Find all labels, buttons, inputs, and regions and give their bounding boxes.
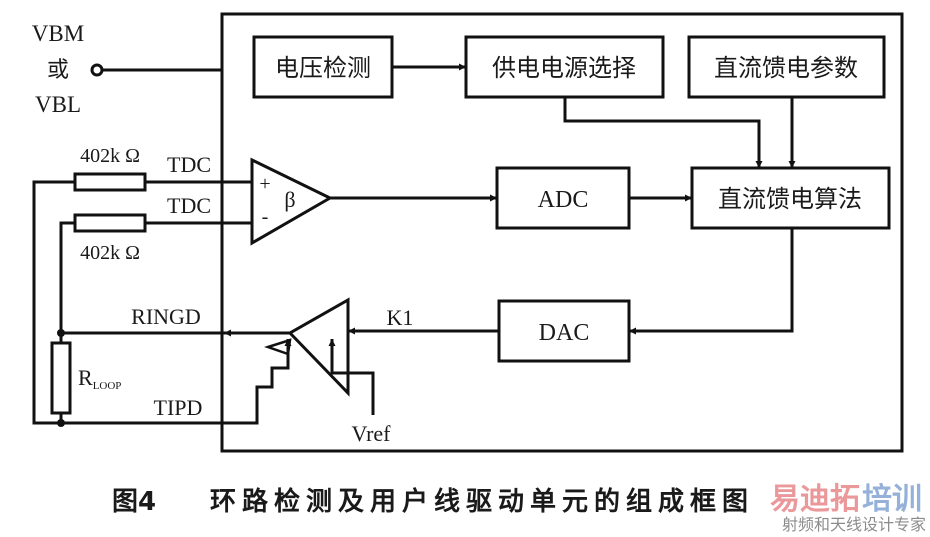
wire-top-resistor-left (32, 180, 75, 425)
amp-minus-label: - (262, 206, 269, 228)
figure-caption: 环路检测及用户线驱动单元的组成框图 (210, 486, 754, 517)
resistor-bottom-label: 402k Ω (80, 242, 140, 264)
input-label-vbm: VBM (32, 21, 84, 46)
amp-gain-label: β (284, 187, 295, 212)
tipd-label: TIPD (154, 395, 203, 420)
vref-label: Vref (352, 421, 392, 446)
chip-boundary (220, 12, 904, 453)
dac-block (497, 299, 631, 363)
input-label-vbl: VBL (35, 92, 81, 117)
watermark-tagline: 射频和天线设计专家 (782, 515, 926, 534)
watermark-brand-blue: 培训 (862, 482, 922, 517)
input-label-or: 或 (47, 58, 69, 83)
adc-label: ADC (538, 187, 589, 213)
wire-vref (328, 339, 375, 415)
dac-label: DAC (539, 320, 590, 346)
input-terminal (90, 63, 104, 77)
dc-feed-params-block (687, 35, 886, 99)
junction-tipd (57, 419, 65, 427)
rloop-main: R (78, 365, 93, 390)
tdc-bottom-label: TDC (167, 193, 211, 218)
dc-feed-params-label: 直流馈电参数 (714, 54, 858, 82)
adc-block (495, 166, 631, 230)
arrow-algorithm-to-dac (629, 228, 794, 335)
ringd-label: RINGD (131, 304, 201, 329)
resistor-top-label: 402k Ω (80, 145, 140, 167)
line-driver-amplifier (287, 297, 350, 397)
voltage-detect-label: 电压检测 (275, 54, 371, 82)
k1-label: K1 (387, 305, 414, 330)
supply-select-label: 供电电源选择 (492, 54, 636, 82)
tdc-top-label: TDC (167, 152, 211, 177)
resistor-bottom (73, 213, 147, 233)
wire-bottom-resistor-left (59, 221, 75, 333)
figure-number: 图4 (112, 487, 156, 517)
junction-ringd (57, 329, 65, 337)
rloop-sub: LOOP (93, 380, 122, 392)
voltage-detect-block (252, 35, 394, 99)
resistor-top (73, 172, 147, 192)
amp-plus-label: + (259, 173, 270, 195)
resistor-rloop (50, 341, 72, 415)
watermark-brand-red: 易迪拓 (770, 482, 860, 517)
sense-amplifier (250, 157, 334, 246)
dc-feed-algorithm-label: 直流馈电算法 (718, 185, 862, 213)
rloop-label: RLOOP (78, 365, 121, 392)
arrow-supply-to-algorithm (563, 97, 763, 168)
